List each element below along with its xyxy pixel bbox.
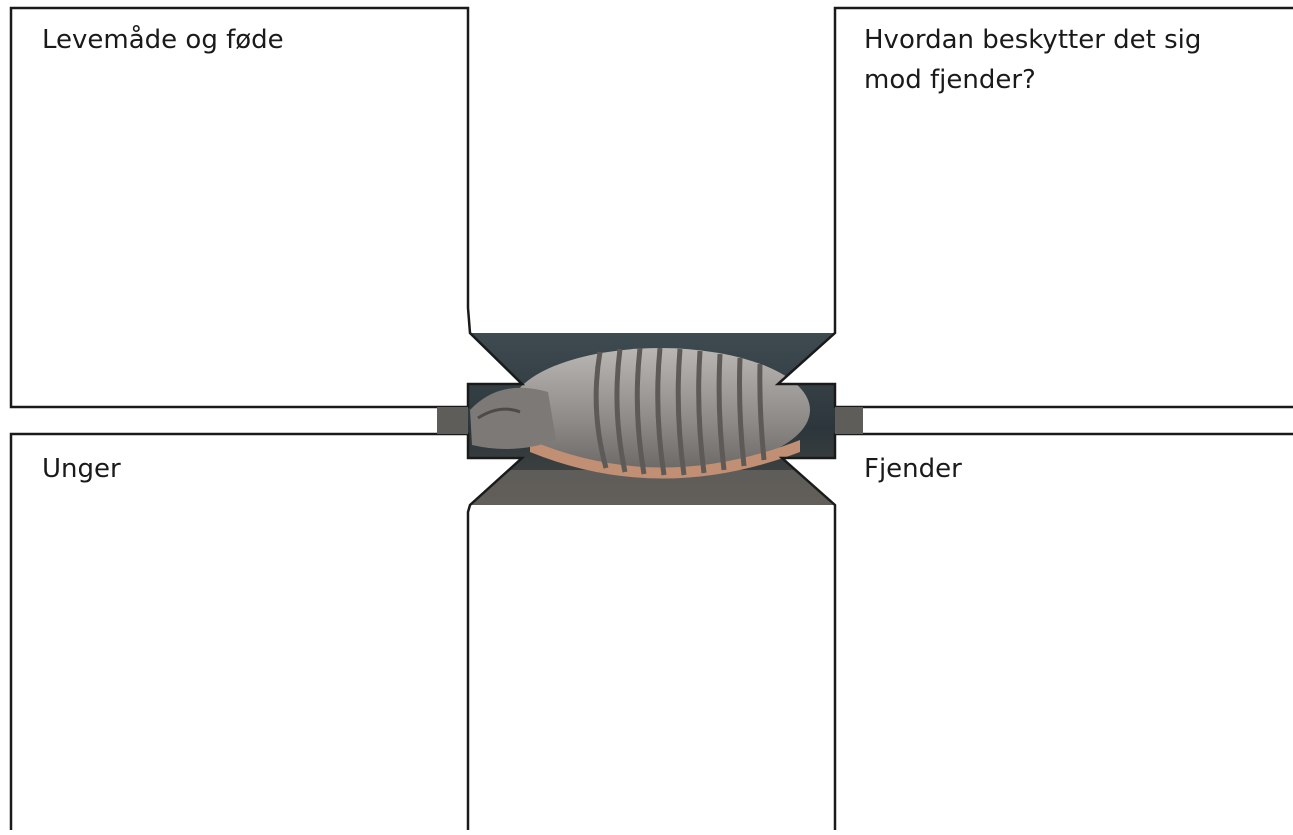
box-label-levemade: Levemåde og føde (42, 20, 442, 60)
left-connector (437, 407, 468, 434)
box-label-fjender: Fjender (864, 449, 1264, 489)
right-connector (835, 407, 863, 434)
box-label-unger: Unger (42, 449, 442, 489)
box-label-beskyttelse: Hvordan beskytter det sig mod fjender? (864, 20, 1264, 100)
